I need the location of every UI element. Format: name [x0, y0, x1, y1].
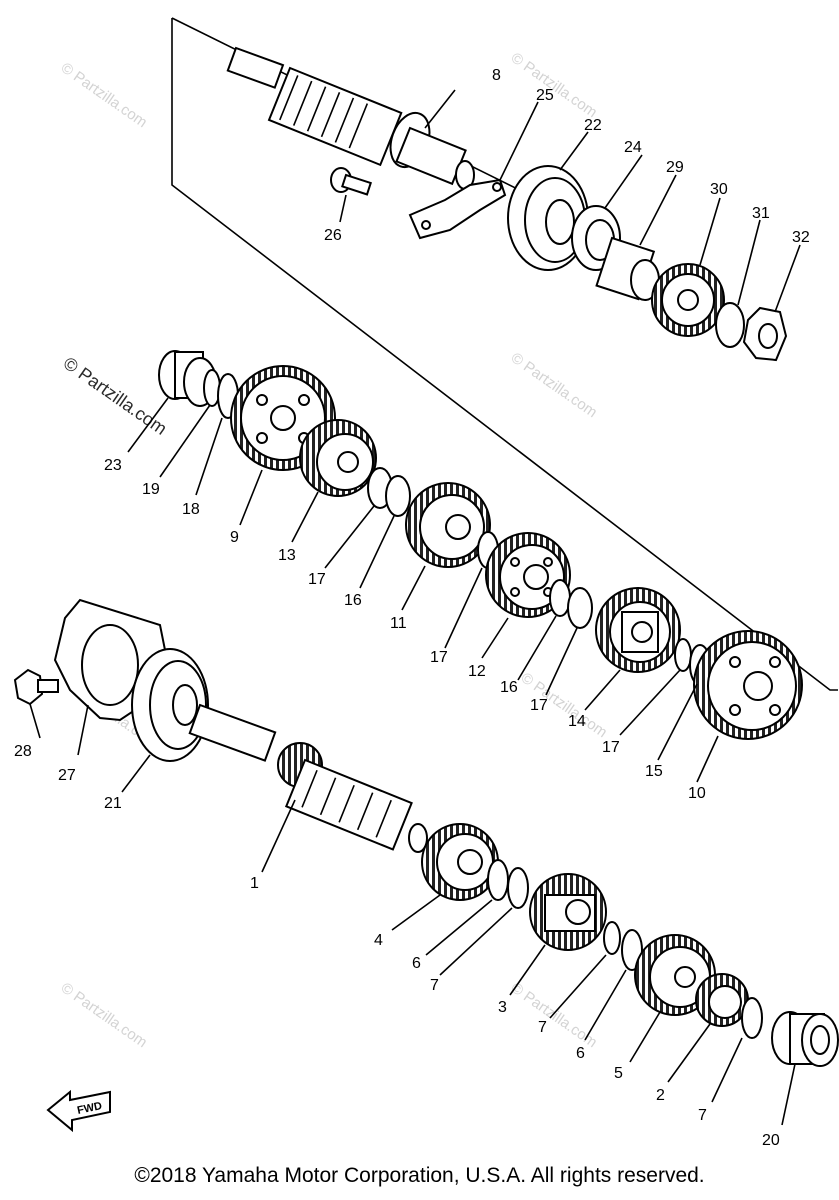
- callout-12: 12: [468, 663, 486, 680]
- watermark: © Partzilla.com: [508, 349, 601, 421]
- drive-sprocket-30: [651, 263, 725, 337]
- callout-14: 14: [568, 713, 586, 730]
- callout-20: 20: [762, 1132, 780, 1149]
- circlip-7b: [603, 921, 621, 955]
- callout-17b: 17: [430, 649, 448, 666]
- callout-18: 18: [182, 501, 200, 518]
- callout-4: 4: [374, 932, 383, 949]
- washer-6a: [487, 859, 509, 901]
- callout-17c: 17: [530, 697, 548, 714]
- circlip-16b: [549, 579, 571, 617]
- gear-12: [485, 532, 571, 618]
- callout-1: 1: [250, 875, 259, 892]
- main-axle-1: [188, 703, 428, 853]
- callout-9: 9: [230, 529, 239, 546]
- callout-11: 11: [390, 615, 407, 632]
- callout-30: 30: [710, 181, 728, 198]
- stopper-plate-25: [408, 178, 507, 240]
- bolt-26: [330, 167, 372, 196]
- gear-2: [695, 973, 749, 1027]
- callout-7c: 7: [698, 1107, 707, 1124]
- callout-28: 28: [14, 743, 32, 760]
- callout-15: 15: [645, 763, 663, 780]
- nut-32: [742, 306, 788, 362]
- fwd-arrow-icon: FWD: [46, 1089, 111, 1133]
- gear-4: [421, 823, 499, 901]
- bolt-28: [13, 668, 59, 706]
- watermark: © Partzilla.com: [58, 979, 151, 1051]
- callout-17a: 17: [308, 571, 326, 588]
- collar-29: [595, 236, 660, 301]
- gear-3: [529, 873, 607, 951]
- callout-2: 2: [656, 1087, 665, 1104]
- callout-31: 31: [752, 205, 770, 222]
- callout-21: 21: [104, 795, 122, 812]
- circlip-7c: [741, 997, 763, 1039]
- gear-10: [693, 630, 803, 740]
- gear-14: [595, 587, 681, 673]
- lock-washer-31: [715, 302, 745, 348]
- callout-29: 29: [666, 159, 684, 176]
- gear-5: [634, 934, 716, 1016]
- watermark-prominent: © Partzilla.com: [60, 353, 171, 439]
- bearing-21: [131, 648, 209, 762]
- callout-5: 5: [614, 1065, 623, 1082]
- callout-labels: 8 25 22 24 29 30 31 32 26 23 19 18 9 13 …: [14, 67, 810, 1149]
- callout-3: 3: [498, 999, 507, 1016]
- callout-10: 10: [688, 785, 706, 802]
- callout-8: 8: [492, 67, 501, 84]
- callout-32: 32: [792, 229, 810, 246]
- gear-11: [405, 482, 491, 568]
- callout-17d: 17: [602, 739, 620, 756]
- washer-17d: [674, 638, 692, 672]
- callout-24: 24: [624, 139, 642, 156]
- callout-26: 26: [324, 227, 342, 244]
- copyright-footer: ©2018 Yamaha Motor Corporation, U.S.A. A…: [134, 1164, 705, 1187]
- drive-axle-shaft: [226, 46, 475, 190]
- circlip-16a: [385, 475, 411, 517]
- callout-6b: 6: [576, 1045, 585, 1062]
- callout-23: 23: [104, 457, 122, 474]
- callout-19: 19: [142, 481, 160, 498]
- callout-6a: 6: [412, 955, 421, 972]
- callout-22: 22: [584, 117, 602, 134]
- callout-13: 13: [278, 547, 296, 564]
- bearing-20: [771, 1011, 839, 1067]
- watermark: © Partzilla.com: [58, 59, 151, 131]
- callout-7b: 7: [538, 1019, 547, 1036]
- washer-17c: [567, 587, 593, 629]
- callout-16a: 16: [344, 592, 362, 609]
- callout-16b: 16: [500, 679, 518, 696]
- circlip-7a: [507, 867, 529, 909]
- fwd-label: FWD: [76, 1100, 103, 1117]
- callout-7a: 7: [430, 977, 439, 994]
- leader-lines: [29, 101, 801, 1126]
- callout-27: 27: [58, 767, 76, 784]
- watermark: © Partzilla.com: [508, 49, 601, 121]
- gear-13: [299, 419, 377, 497]
- watermark: © Partzilla.com: [508, 979, 601, 1051]
- callout-25: 25: [536, 87, 554, 104]
